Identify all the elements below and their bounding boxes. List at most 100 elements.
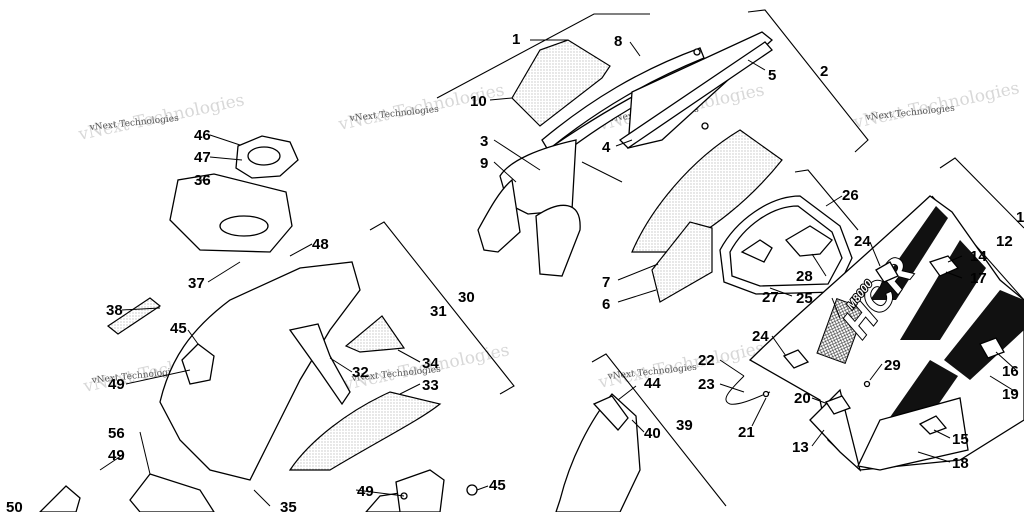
callout-12: 12 — [996, 233, 1013, 250]
vent-27 — [740, 239, 773, 263]
vent-24b — [875, 261, 899, 283]
callout-31: 31 — [430, 303, 447, 320]
callout-50: 50 — [6, 499, 23, 512]
lower-side-panel — [555, 393, 641, 512]
graphic-stripe-c — [944, 290, 1024, 380]
bracket-39 — [591, 353, 727, 507]
group-brackets — [369, 9, 1024, 507]
windshield-trim-8 — [541, 47, 705, 151]
bracket-30 — [369, 221, 515, 395]
callout-22: 22 — [698, 352, 715, 369]
callout-37: 37 — [188, 275, 205, 292]
callout-4: 4 — [602, 139, 611, 156]
callout-24a: 24 — [854, 233, 871, 250]
callout-49a: 49 — [108, 376, 125, 393]
graphic-stripe-b — [900, 240, 986, 340]
callout-47: 47 — [194, 149, 211, 166]
callout-28: 28 — [796, 268, 813, 285]
callout-33: 33 — [422, 377, 439, 394]
callout-49c: 49 — [357, 483, 374, 500]
callout-2: 2 — [820, 63, 828, 80]
callout-34: 34 — [422, 355, 439, 372]
windshield-glass-10 — [511, 39, 611, 127]
bracket-right — [939, 157, 1024, 229]
gauge-ring-inner — [247, 146, 281, 166]
bracket-26 — [794, 169, 859, 231]
callout-46: 46 — [194, 127, 211, 144]
callout-24b: 24 — [752, 328, 769, 345]
vent-24 — [782, 349, 810, 369]
windscreen-26-inner — [729, 205, 843, 287]
callout-36: 36 — [194, 172, 211, 189]
callout-15: 15 — [952, 431, 969, 448]
fastener-29 — [863, 380, 871, 388]
callout-30: 30 — [458, 289, 475, 306]
windshield-assembly — [477, 31, 783, 303]
panel-bracket-44 — [592, 395, 629, 431]
callout-44: 44 — [644, 375, 661, 392]
callout-32: 32 — [352, 364, 369, 381]
callout-6: 6 — [602, 296, 610, 313]
fastener-45 — [466, 484, 478, 496]
callout-35: 35 — [280, 499, 297, 512]
callout-10: 10 — [470, 93, 487, 110]
decal-38 — [106, 297, 162, 335]
side-panel-40 — [555, 393, 641, 512]
bracket-1 — [436, 13, 650, 99]
callout-29: 29 — [884, 357, 901, 374]
callout-19: 19 — [1002, 386, 1019, 403]
callout-5: 5 — [768, 67, 776, 84]
callout-3: 3 — [480, 133, 488, 150]
fastener-2b — [701, 122, 709, 130]
part-50 — [39, 485, 81, 512]
connector-21 — [762, 390, 770, 398]
callout-45b: 45 — [489, 477, 506, 494]
callout-21: 21 — [738, 424, 755, 441]
part-56 — [129, 473, 215, 512]
callout-8: 8 — [614, 33, 622, 50]
panel-33 — [288, 391, 442, 471]
panel-6 — [651, 221, 713, 303]
leader-lines — [99, 39, 1017, 507]
callout-39: 39 — [676, 417, 693, 434]
mesh-vent-25 — [816, 297, 866, 365]
callout-17: 17 — [970, 270, 987, 287]
callout-45a: 45 — [170, 320, 187, 337]
lower-panel-18 — [857, 397, 969, 471]
mount-32 — [288, 323, 351, 406]
callout-40: 40 — [644, 425, 661, 442]
callout-18: 18 — [952, 455, 969, 472]
windscreen-assembly — [719, 195, 853, 295]
bracket-45 — [181, 343, 215, 385]
callout-11: 1 — [1016, 209, 1024, 226]
gauge-pod-36 — [169, 173, 293, 253]
callout-38: 38 — [106, 302, 123, 319]
part-45-bottom — [395, 469, 445, 512]
callout-16: 16 — [1002, 363, 1019, 380]
vent-20 — [825, 395, 851, 415]
callout-9: 9 — [480, 155, 488, 172]
callout-49b: 49 — [108, 447, 125, 464]
body-frame-31 — [159, 261, 361, 481]
bracket-2 — [747, 9, 869, 153]
hood-front-4 — [535, 204, 581, 277]
left-body-assembly — [39, 135, 478, 512]
callout-56: 56 — [108, 425, 125, 442]
callout-1: 1 — [512, 31, 520, 48]
vent-28 — [784, 225, 833, 257]
gauge-hole — [219, 215, 269, 237]
callout-20: 20 — [794, 390, 811, 407]
callout-48: 48 — [312, 236, 329, 253]
callout-25: 25 — [796, 290, 813, 307]
hood-side-9 — [477, 178, 521, 253]
panel-34 — [344, 315, 406, 353]
callout-14: 14 — [970, 248, 987, 265]
vent-15 — [918, 415, 948, 435]
callout-26: 26 — [842, 187, 859, 204]
wire-22 — [725, 375, 771, 405]
callout-7: 7 — [602, 274, 610, 291]
fastener-2 — [693, 48, 701, 56]
callout-13: 13 — [792, 439, 809, 456]
callout-numbers: 1 8 2 5 10 3 4 9 7 6 46 47 36 37 48 38 4… — [6, 31, 1024, 512]
